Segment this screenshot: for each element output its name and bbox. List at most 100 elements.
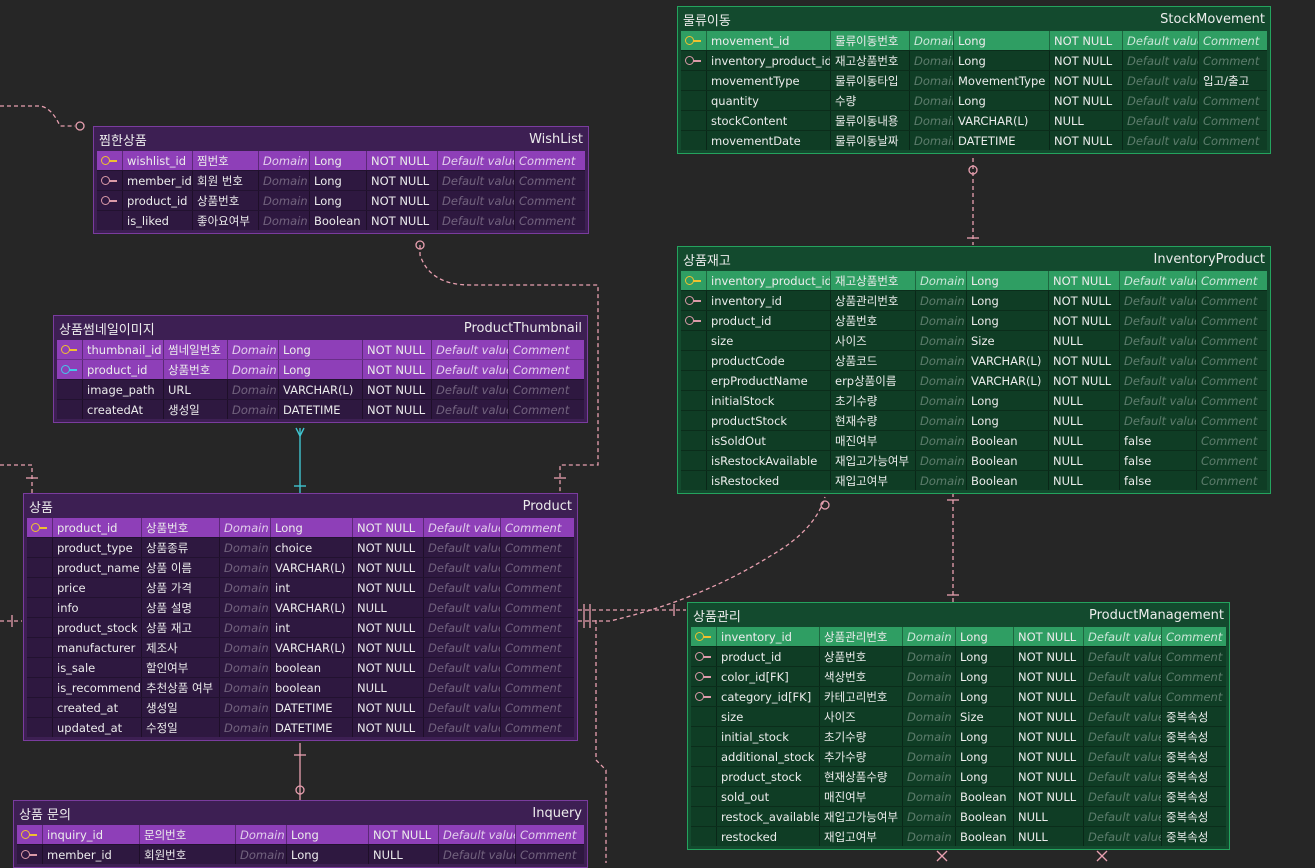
column-nullable: NOT NULL xyxy=(353,578,424,597)
table-row[interactable]: stockContent물류이동내용DomainVARCHAR(L)NULLDe… xyxy=(681,110,1267,130)
column-type: Long xyxy=(279,340,363,359)
domain-placeholder: Domain xyxy=(903,827,956,846)
column-comment: Comment xyxy=(505,700,562,715)
column-name: product_id xyxy=(717,647,820,666)
domain-placeholder: Domain xyxy=(910,131,954,150)
domain-placeholder: Domain xyxy=(916,471,967,490)
column-name: product_id xyxy=(83,360,164,379)
column-type: Long xyxy=(956,667,1014,686)
key-cell xyxy=(681,471,707,490)
column-nullable: NOT NULL xyxy=(1014,647,1084,666)
column-nullable: NOT NULL xyxy=(1014,727,1084,746)
column-default: Default value xyxy=(438,191,515,210)
entity-inventoryproduct[interactable]: 상품재고 InventoryProduct inventory_product_… xyxy=(677,246,1271,494)
column-nullable: NOT NULL xyxy=(363,380,432,399)
column-nullable: NOT NULL xyxy=(1050,91,1123,110)
column-name: isSoldOut xyxy=(707,431,831,450)
table-row[interactable]: movementDate물류이동날짜DomainDATETIMENOT NULL… xyxy=(681,130,1267,150)
column-nullable: NULL xyxy=(1014,827,1084,846)
table-row[interactable]: movementType물류이동타입DomainMovementTypeNOT … xyxy=(681,70,1267,90)
key-cell xyxy=(681,391,707,410)
primary-key-icon xyxy=(31,523,48,532)
key-cell xyxy=(681,431,707,450)
column-nullable: NOT NULL xyxy=(1014,667,1084,686)
domain-placeholder: Domain xyxy=(903,707,956,726)
entity-korean-name: 상품 xyxy=(29,500,53,516)
product-inventoryproduct-link xyxy=(578,496,826,622)
entity-header: 찜한상품 WishList xyxy=(97,127,585,151)
column-comment: Comment xyxy=(513,342,570,357)
column-korean-name: 상품 가격 xyxy=(142,578,220,597)
column-default: Default value xyxy=(1084,727,1162,746)
column-name: inventory_product_id xyxy=(707,271,831,290)
table-row[interactable]: inventory_product_id재고상품번호DomainLongNOT … xyxy=(681,50,1267,70)
column-name: price xyxy=(53,578,142,597)
column-korean-name: 물류이동번호 xyxy=(831,31,910,50)
table-row[interactable]: movement_id물류이동번호DomainLongNOT NULLDefau… xyxy=(681,31,1267,50)
column-name: is_liked xyxy=(123,211,193,230)
column-default: Default value xyxy=(1120,351,1197,370)
column-comment: Comment xyxy=(520,847,577,862)
key-cell xyxy=(27,598,53,617)
domain-placeholder: Domain xyxy=(916,451,967,470)
column-korean-name: 상품 이름 xyxy=(142,558,220,577)
column-korean-name: 생성일 xyxy=(142,698,220,717)
foreign-key-icon xyxy=(685,56,702,65)
column-korean-name: 색상번호 xyxy=(820,667,903,686)
column-korean-name: 재입고여부 xyxy=(820,827,903,846)
column-korean-name: 제조사 xyxy=(142,638,220,657)
column-default: Default value xyxy=(1123,31,1199,50)
